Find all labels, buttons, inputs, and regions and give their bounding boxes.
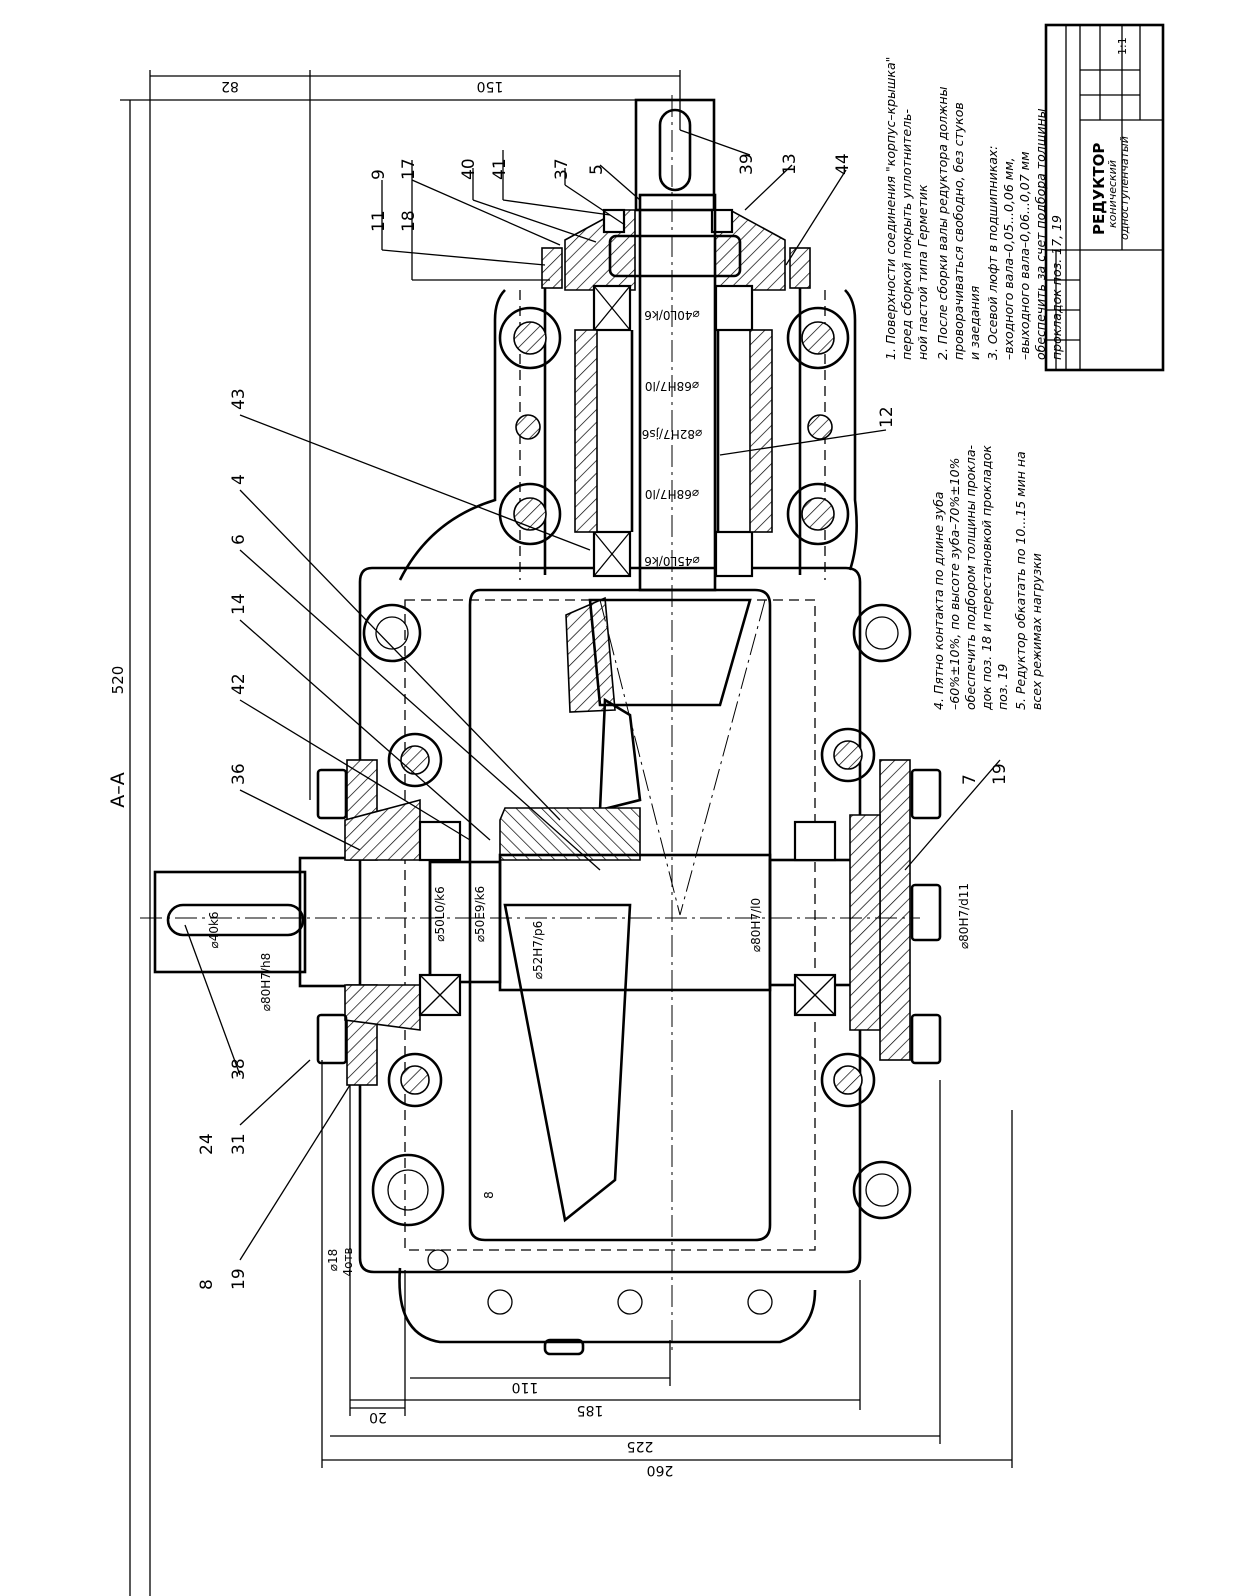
title-block-title: РЕДУКТОР: [1090, 143, 1108, 235]
callout-numbers: 11 18 17 9 40 41 37 5 39 13 44 43 4 6 14…: [197, 153, 1010, 1290]
input-shaft-assembly: [541, 98, 811, 592]
fit-label: ⌀50E9/k6: [473, 886, 487, 942]
note-line: –60%±10%, по высоте зуба–70%±10%: [947, 458, 962, 710]
callout-17: 17: [399, 158, 419, 180]
note-line: –входного вала–0,05...0,06 мм,: [1001, 157, 1016, 360]
note-line: обеспечить за счет подбора толщины: [1033, 108, 1048, 360]
callout-24: 24: [197, 1133, 217, 1155]
callout-6: 6: [229, 534, 249, 545]
bevel-gears: [499, 596, 766, 1223]
callout-7: 7: [960, 774, 980, 785]
dim-150: 150: [477, 78, 504, 94]
note-line: ной пастой типа Герметик: [915, 184, 930, 360]
callout-40: 40: [459, 158, 479, 180]
dim-20: 20: [369, 1409, 387, 1425]
note-line: 3. Осевой люфт в подшипниках:: [985, 145, 1000, 360]
fit-label: ⌀50L0/k6: [433, 886, 447, 941]
dim-225: 225: [627, 1438, 654, 1454]
dim-gap-8: 8: [482, 1191, 496, 1199]
dimension-lines: [120, 70, 1013, 1596]
fit-label: ⌀45L0/k6: [644, 554, 699, 568]
callout-43: 43: [229, 388, 249, 410]
callout-14: 14: [229, 593, 249, 615]
dim-110: 110: [512, 1379, 539, 1395]
dim-260: 260: [647, 1462, 674, 1478]
title-block-subtitle2: одноступенчатый: [1118, 136, 1131, 240]
callout-12: 12: [877, 406, 897, 428]
fit-labels: ⌀40L0/k6 ⌀68H7/l0 ⌀82H7/js6 ⌀68H7/l0 ⌀45…: [207, 308, 971, 1011]
callout-19: 19: [229, 1268, 249, 1290]
note-line: и заедания: [967, 285, 982, 360]
note-line: 2. После сборки валы редуктора должны: [935, 86, 950, 360]
note-line: проворачиваться свободно, без стуков: [951, 102, 966, 360]
callout-39: 39: [737, 153, 757, 175]
dimension-texts: 520 А–А 150 82 110 20 185 225 260 ⌀18 4о…: [107, 78, 673, 1478]
output-shaft-assembly: [140, 95, 942, 1350]
fit-label: ⌀80H7/h8: [259, 953, 273, 1011]
dim-hole-count: 4отв: [341, 1247, 355, 1276]
dim-hole: ⌀18: [326, 1249, 340, 1272]
note-line: 4. Пятно контакта по длине зуба: [931, 492, 946, 710]
note-line: –выходного вала–0,06...0,07 мм: [1017, 151, 1032, 360]
note-line: 5. Редуктор обкатать по 10...15 мин на: [1013, 451, 1028, 710]
fit-label: ⌀40L0/k6: [644, 308, 699, 322]
note-line: обеспечить подбором толщины прокла-: [963, 444, 978, 710]
callout-38: 38: [229, 1058, 249, 1080]
fit-label: ⌀40k6: [207, 911, 221, 948]
section-label: А–А: [107, 772, 129, 808]
callout-42: 42: [229, 673, 249, 695]
note-line: всех режимах нагрузки: [1029, 553, 1044, 710]
note-line: 1. Поверхности соединения "корпус–крышка…: [883, 57, 898, 360]
fit-label: ⌀68H7/l0: [645, 487, 699, 501]
dim-520: 520: [109, 666, 127, 695]
fit-label: ⌀80H7/d11: [957, 883, 971, 949]
dim-82: 82: [221, 78, 239, 94]
fit-label: ⌀52H7/p6: [531, 921, 545, 979]
callout-31: 31: [229, 1133, 249, 1155]
fit-label: ⌀82H7/js6: [642, 427, 702, 441]
title-block-scale: 1:1: [1116, 37, 1129, 55]
callout-18: 18: [399, 210, 419, 232]
note-line: док поз. 18 и перестановкой прокладок: [979, 445, 994, 711]
callout-8: 8: [197, 1279, 217, 1290]
callout-9: 9: [369, 169, 389, 180]
callout-4: 4: [229, 474, 249, 485]
title-block: РЕДУКТОР конический одноступенчатый 1:1: [1044, 23, 1165, 372]
callout-11: 11: [369, 210, 389, 232]
technical-notes: 1. Поверхности соединения "корпус–крышка…: [883, 57, 1064, 711]
callout-5: 5: [587, 164, 607, 175]
callout-44: 44: [833, 153, 853, 175]
callout-leaders: [184, 129, 1001, 1261]
callout-19-right: 19: [990, 763, 1010, 785]
callout-13: 13: [780, 153, 800, 175]
callout-37: 37: [552, 158, 572, 180]
dim-185: 185: [577, 1402, 604, 1418]
note-line: перед сборкой покрыть уплотнитель-: [899, 109, 914, 360]
callout-36: 36: [229, 763, 249, 785]
note-line: поз. 19: [995, 664, 1010, 710]
fit-label: ⌀68H7/l0: [645, 379, 699, 393]
title-block-subtitle1: конический: [1106, 160, 1119, 228]
callout-41: 41: [490, 158, 510, 180]
fit-label: ⌀80H7/l0: [749, 898, 763, 952]
